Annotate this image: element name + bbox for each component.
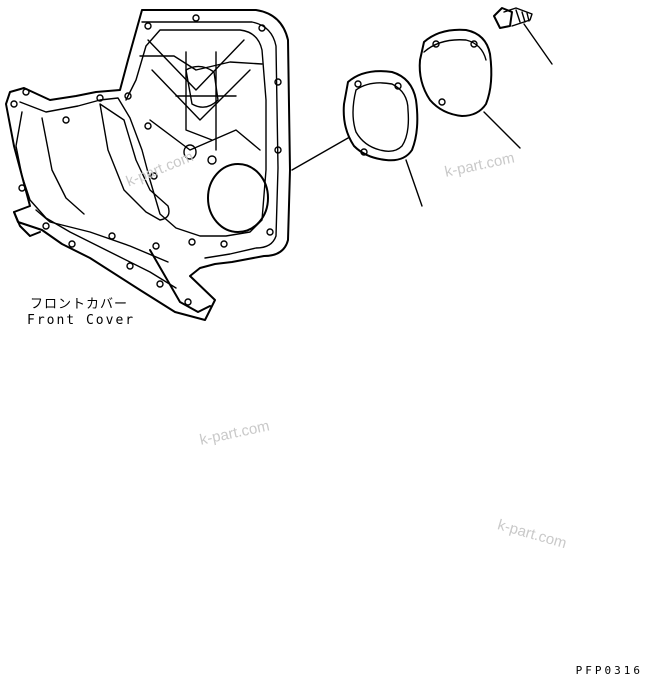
bolt-part [493, 7, 533, 29]
leader-lines [291, 23, 553, 207]
front-cover-part [5, 9, 291, 321]
front-cover-label-jp: フロントカバー [30, 297, 129, 312]
gasket-part [342, 70, 419, 162]
bolt-holes [10, 14, 282, 306]
cover-plate-part [418, 28, 493, 117]
figure-code: PFP0316 [575, 664, 643, 677]
front-cover-label-en: Front Cover [27, 313, 136, 328]
